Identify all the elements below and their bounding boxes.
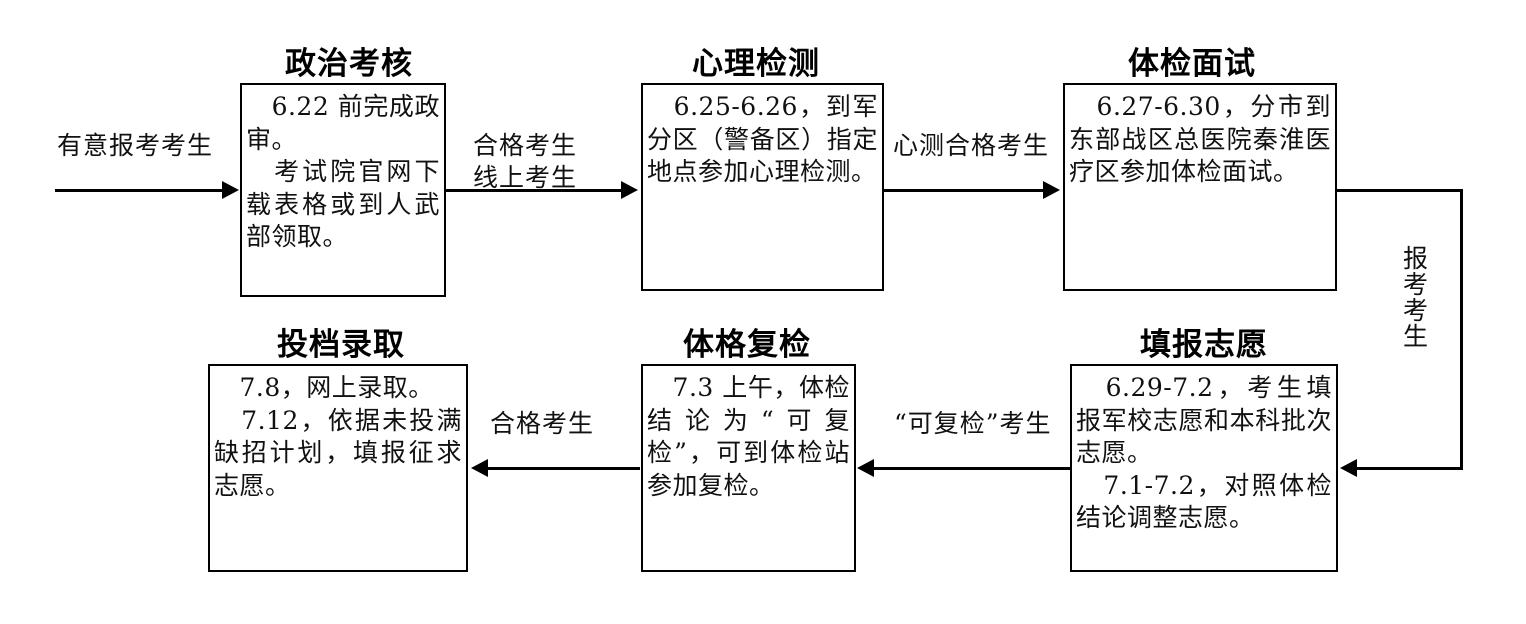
node-title-admission: 投档录取 xyxy=(277,327,405,363)
edge-arrow-physical-to-fill xyxy=(1340,459,1357,477)
node-body-physical-interview: 6.27-6.30，分市到东部战区总医院秦淮医疗区参加体检面试。 xyxy=(1069,92,1331,186)
edge-arrow-psych-to-physical xyxy=(1043,181,1060,199)
entry-arrow-head xyxy=(222,181,239,199)
node-body-political-review: 6.22 前完成政审。 考试院官网下载表格或到人武部领取。 xyxy=(246,92,440,251)
node-title-psych-test: 心理检测 xyxy=(692,46,820,82)
edge-label-pass-online-line2: 线上考生 xyxy=(473,163,578,192)
edge-label-psych-pass: 心测合格考生 xyxy=(893,131,1050,160)
node-title-political-review: 政治考核 xyxy=(285,46,413,82)
edge-label-qualified: 合格考生 xyxy=(490,409,595,438)
edge-arrow-fill-to-recheck xyxy=(857,459,874,477)
edge-line-right-bottom xyxy=(1357,467,1463,470)
edge-line-fill-to-recheck xyxy=(874,467,1070,470)
node-title-fill-application: 填报志愿 xyxy=(1140,327,1268,363)
node-physical-interview[interactable]: 6.27-6.30，分市到东部战区总医院秦淮医疗区参加体检面试。 xyxy=(1063,83,1337,291)
edge-label-entry: 有意报考考生 xyxy=(57,131,214,160)
node-body-psych-test: 6.25-6.26，到军分区（警备区）指定地点参加心理检测。 xyxy=(647,92,878,186)
entry-arrow-line xyxy=(55,189,223,192)
edge-line-right-vertical xyxy=(1460,189,1463,469)
edge-label-recheckable: “可复检”考生 xyxy=(894,409,1052,438)
edge-line-psych-to-physical xyxy=(884,189,1044,192)
edge-line-right-top xyxy=(1337,189,1463,192)
edge-label-pass-online-line1: 合格考生 xyxy=(473,131,578,160)
edge-line-political-to-psych xyxy=(446,189,622,192)
node-physical-recheck[interactable]: 7.3 上午，体检结论为“可复检”，可到体检站参加复检。 xyxy=(641,364,856,572)
edge-arrow-political-to-psych xyxy=(621,181,638,199)
node-body-fill-application: 6.29-7.2，考生填报军校志愿和本科批次志愿。 7.1-7.2，对照体检结论… xyxy=(1076,373,1332,532)
node-title-physical-interview: 体检面试 xyxy=(1128,46,1256,82)
node-admission[interactable]: 7.8，网上录取。 7.12，依据未投满缺招计划，填报征求志愿。 xyxy=(208,364,468,572)
node-body-physical-recheck: 7.3 上午，体检结论为“可复检”，可到体检站参加复检。 xyxy=(647,373,850,500)
node-psych-test[interactable]: 6.25-6.26，到军分区（警备区）指定地点参加心理检测。 xyxy=(641,83,884,291)
node-political-review[interactable]: 6.22 前完成政审。 考试院官网下载表格或到人武部领取。 xyxy=(240,83,446,297)
edge-arrow-recheck-to-admission xyxy=(471,459,488,477)
edge-line-recheck-to-admission xyxy=(488,467,640,470)
node-fill-application[interactable]: 6.29-7.2，考生填报军校志愿和本科批次志愿。 7.1-7.2，对照体检结论… xyxy=(1070,364,1338,572)
node-title-physical-recheck: 体格复检 xyxy=(683,327,811,363)
edge-label-apply-candidate: 报考考生 xyxy=(1399,245,1429,349)
node-body-admission: 7.8，网上录取。 7.12，依据未投满缺招计划，填报征求志愿。 xyxy=(214,373,462,500)
